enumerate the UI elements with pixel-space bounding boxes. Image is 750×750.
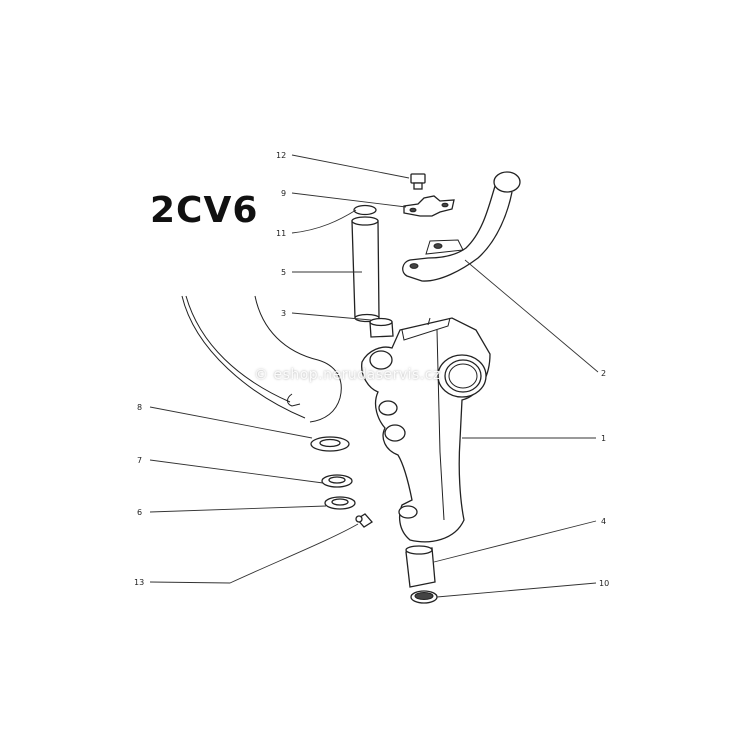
callout-13: 13 — [134, 578, 144, 587]
callout-5: 5 — [281, 268, 286, 277]
callout-4: 4 — [601, 517, 606, 526]
part-7-washer — [321, 474, 353, 488]
leader-10 — [436, 582, 597, 598]
part-11-washer — [353, 204, 377, 216]
part-12-bolt — [410, 173, 426, 190]
leader-8 — [149, 406, 313, 439]
callout-8: 8 — [137, 403, 142, 412]
leader-2 — [464, 259, 599, 373]
callout-6: 6 — [137, 508, 142, 517]
callout-3: 3 — [281, 309, 286, 318]
watermark: © eshop.nerudaservis.cz — [254, 367, 441, 383]
callout-12: 12 — [276, 151, 286, 160]
part-5-pin — [351, 216, 380, 323]
callout-9: 9 — [281, 189, 286, 198]
model-title: 2CV6 — [150, 190, 259, 231]
leader-4 — [433, 520, 597, 563]
part-13-grease-nipple — [355, 513, 373, 528]
leader-lines — [149, 154, 599, 598]
callout-7: 7 — [137, 456, 142, 465]
leader-6 — [149, 505, 327, 513]
leader-12 — [291, 154, 410, 179]
callout-2: 2 — [601, 369, 606, 378]
body-panel-outline — [181, 295, 342, 423]
callout-1: 1 — [601, 434, 606, 443]
leader-13 — [149, 523, 359, 584]
callout-10: 10 — [599, 579, 609, 588]
part-9-clamp-plate — [403, 195, 455, 217]
part-2-steering-arm — [402, 171, 521, 282]
part-8-washer — [310, 436, 350, 452]
callout-11: 11 — [276, 229, 286, 238]
callout-labels: 12 9 11 5 3 2 1 8 7 6 13 4 10 — [134, 151, 609, 588]
part-10-cap — [410, 590, 438, 604]
part-6-washer — [324, 496, 356, 510]
part-4-bush — [405, 545, 436, 588]
leader-7 — [149, 459, 324, 484]
leader-11 — [291, 209, 357, 234]
leader-9 — [291, 192, 407, 208]
part-1-swivel-housing — [361, 317, 491, 543]
part-3-bush — [369, 317, 394, 338]
leader-3 — [291, 312, 372, 321]
